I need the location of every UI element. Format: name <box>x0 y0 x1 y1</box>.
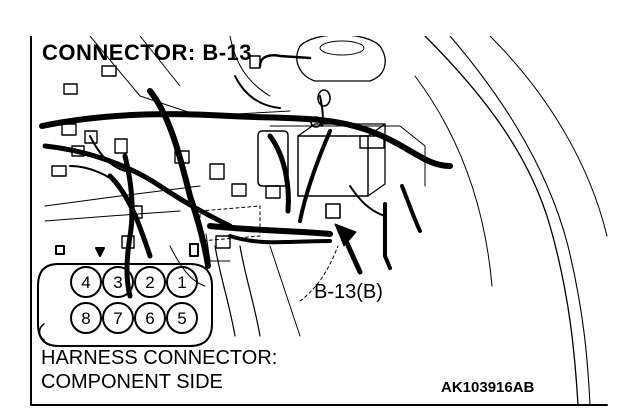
leader-line <box>205 233 231 262</box>
pin-cavity-5 <box>166 302 198 334</box>
control-unit-side <box>367 123 386 197</box>
connector-n <box>121 235 135 249</box>
control-unit-top <box>297 123 386 137</box>
wire-6 <box>400 184 422 233</box>
connector-h <box>209 163 225 180</box>
wire-8 <box>69 165 121 187</box>
bracket-line-1 <box>214 245 236 337</box>
connector-b <box>63 83 78 95</box>
wire-1 <box>234 75 281 109</box>
connector-p <box>249 55 261 69</box>
pin-cavity-1 <box>166 266 198 298</box>
figure-id: AK103916AB <box>441 379 535 396</box>
panel-line-2 <box>139 36 181 87</box>
strut-line <box>414 75 493 287</box>
pin-label-1: 1 <box>177 273 187 292</box>
connector-j <box>265 185 281 199</box>
strut-tower <box>296 36 386 82</box>
connector-b13 <box>325 203 341 219</box>
engine-bay-illustration <box>30 36 608 406</box>
bracket-outline <box>269 125 426 187</box>
connector-o <box>71 145 85 157</box>
panel-line-5 <box>44 210 181 222</box>
wire-2 <box>258 54 312 68</box>
strut-cap <box>319 40 365 56</box>
frame-border <box>30 36 608 406</box>
bracket-line-4 <box>169 245 206 287</box>
panel-line-3 <box>229 36 271 97</box>
connector-d <box>84 130 98 144</box>
harness-main-upper <box>39 111 453 169</box>
body-panel-line <box>489 36 608 237</box>
connector-face-outline <box>37 263 213 347</box>
connector-latch-mark <box>95 247 105 257</box>
connector-key <box>38 323 45 341</box>
connector-highlight-box <box>199 205 261 242</box>
harness-diagonal <box>298 129 332 223</box>
callout-guide <box>299 245 339 302</box>
fender-outline <box>424 36 579 406</box>
wire-4 <box>349 185 386 217</box>
connector-k <box>359 135 385 149</box>
pin-label-6: 6 <box>145 309 155 328</box>
pin-cavity-7 <box>102 302 134 334</box>
connector-c <box>61 123 77 136</box>
pin-label-2: 2 <box>145 273 155 292</box>
connector-face <box>37 243 213 347</box>
pin-cavity-6 <box>134 302 166 334</box>
control-unit <box>297 135 369 197</box>
connector-m <box>129 205 143 219</box>
harness-mid-vertical <box>267 133 291 214</box>
connector-f <box>114 138 128 154</box>
connector-e <box>51 165 67 177</box>
pin-cavity-4 <box>70 266 102 298</box>
harness-center <box>207 223 333 237</box>
pin-label-5: 5 <box>177 309 187 328</box>
harness-left <box>42 143 233 229</box>
pin-label-4: 4 <box>81 273 91 292</box>
harness-vertical <box>147 88 211 269</box>
pin-cavity-8 <box>70 302 102 334</box>
connector-a <box>101 65 117 77</box>
connector-caption-line2: COMPONENT SIDE <box>41 371 223 393</box>
connector-l <box>215 235 231 249</box>
bracket-line-2 <box>239 245 261 337</box>
pin-cavity-3 <box>102 266 134 298</box>
fender-outline-inner <box>449 36 591 406</box>
wire-7 <box>89 135 126 172</box>
pin-label-8: 8 <box>81 309 91 328</box>
wire-5 <box>383 202 392 270</box>
connector-g <box>174 150 190 164</box>
connector-caption-line1: HARNESS CONNECTOR: <box>41 347 278 369</box>
panel-line-4 <box>44 185 201 207</box>
connector-i <box>231 183 247 197</box>
pin-label-3: 3 <box>113 273 123 292</box>
pin-label-7: 7 <box>113 309 123 328</box>
pin-cavity-2 <box>134 266 166 298</box>
diagram-title: CONNECTOR: B-13 <box>42 40 253 65</box>
connector-tab-right <box>189 243 199 257</box>
callout-arrow-head <box>334 223 357 247</box>
diagram-frame: 4 3 2 1 8 7 6 5 CONNECTOR: B-13 B-13(B) … <box>30 36 608 406</box>
ground-terminal <box>310 116 322 128</box>
harness-center-lower <box>228 234 332 245</box>
bracket-line-3 <box>269 245 301 337</box>
callout-label: B-13(B) <box>314 281 383 303</box>
bulb-terminal <box>317 89 331 107</box>
connector-tab-left <box>55 245 65 255</box>
